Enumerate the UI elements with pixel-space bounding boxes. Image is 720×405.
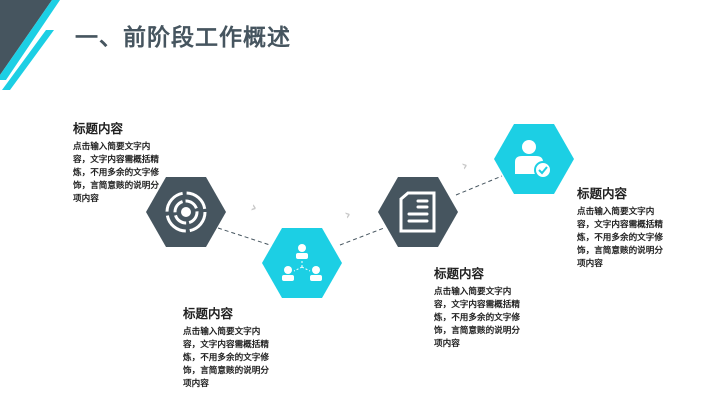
step-2-hexagon xyxy=(262,228,342,298)
team-icon xyxy=(282,244,322,281)
step-description: 点击输入简要文字内容，文字内容需概括精炼，不用多余的文字修饰，言简意赅的说明分项… xyxy=(577,207,663,269)
step-3-hexagon xyxy=(378,177,458,247)
step-2-text: 标题内容 点击输入简要文字内容，文字内容需概括精炼，不用多余的文字修饰，言简意赅… xyxy=(183,303,275,391)
step-description: 点击输入简要文字内容，文字内容需概括精炼，不用多余的文字修饰，言简意赅的说明分项… xyxy=(73,142,159,204)
user-check-icon xyxy=(515,140,552,179)
corner-decoration xyxy=(0,0,60,90)
step-title: 标题内容 xyxy=(577,186,628,201)
step-title: 标题内容 xyxy=(183,306,234,321)
step-3-text: 标题内容 点击输入简要文字内容，文字内容需概括精炼，不用多余的文字修饰，言简意赅… xyxy=(434,263,526,351)
page-title: 一、前阶段工作概述 xyxy=(75,25,291,51)
step-4-text: 标题内容 点击输入简要文字内容，文字内容需概括精炼，不用多余的文字修饰，言简意赅… xyxy=(577,183,669,271)
target-icon xyxy=(165,191,207,233)
step-description: 点击输入简要文字内容，文字内容需概括精炼，不用多余的文字修饰，言简意赅的说明分项… xyxy=(183,327,269,389)
step-1-text: 标题内容 点击输入简要文字内容，文字内容需概括精炼，不用多余的文字修饰，言简意赅… xyxy=(73,118,165,206)
step-title: 标题内容 xyxy=(73,121,124,136)
step-title: 标题内容 xyxy=(434,266,485,281)
step-description: 点击输入简要文字内容，文字内容需概括精炼，不用多余的文字修饰，言简意赅的说明分项… xyxy=(434,287,520,349)
document-icon xyxy=(399,191,436,233)
